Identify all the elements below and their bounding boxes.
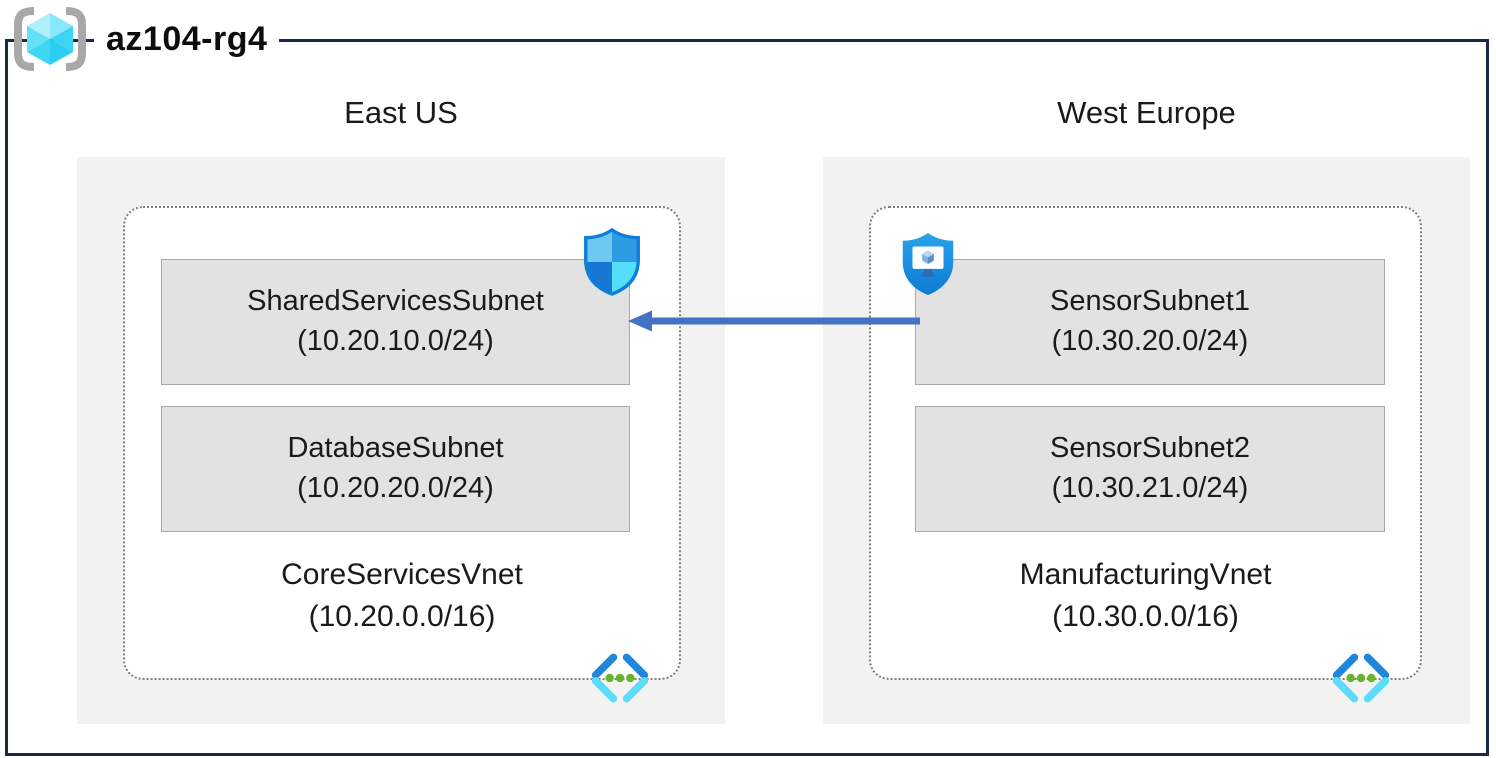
virtual-network-icon [591,653,649,703]
resource-group-icon [14,7,86,71]
region-label-west-europe: West Europe [1057,95,1236,130]
resource-group-frame [5,39,1489,756]
peering-arrow [628,310,920,332]
resource-group-title: az104-rg4 [94,17,280,61]
subnet-cidr: (10.30.21.0/24) [1051,472,1249,504]
virtual-network-icon [1332,653,1390,703]
vnet-box-manufacturingvnet: SensorSubnet1 (10.30.20.0/24) SensorSubn… [869,206,1422,703]
vnet-box-coreservicesvnet: SharedServicesSubnet (10.20.10.0/24) Dat… [123,206,681,703]
subnet-sensorsubnet1: SensorSubnet1 (10.30.20.0/24) [915,259,1385,385]
vnet-label-manufacturingvnet: ManufacturingVnet (10.30.0.0/16) [871,554,1420,638]
vnet-cidr: (10.20.0.0/16) [308,600,496,633]
cube-glyph [27,13,73,65]
subnet-cidr: (10.20.10.0/24) [297,325,494,357]
nsg-shield-icon [584,227,640,296]
subnet-cidr: (10.20.20.0/24) [297,472,494,504]
subnet-name: DatabaseSubnet [287,432,504,464]
subnet-sensorsubnet2: SensorSubnet2 (10.30.21.0/24) [915,406,1385,532]
cube-on-screen [922,250,934,264]
monitor-stand [921,267,935,277]
region-label-east-us: East US [344,95,458,130]
subnet-name: SensorSubnet2 [1050,432,1250,464]
subnet-sharedservicessubnet: SharedServicesSubnet (10.20.10.0/24) [161,259,630,385]
subnet-databasesubnet: DatabaseSubnet (10.20.20.0/24) [161,406,630,532]
vnet-cidr: (10.30.0.0/16) [1052,600,1239,633]
subnet-name: SharedServicesSubnet [247,285,544,317]
vnet-label-coreservicesvnet: CoreServicesVnet (10.20.0.0/16) [125,554,679,638]
resource-group-header: az104-rg4 [8,4,280,74]
subnet-name: SensorSubnet1 [1050,285,1250,317]
subnet-cidr: (10.30.20.0/24) [1051,325,1249,357]
vnet-name: CoreServicesVnet [281,558,523,591]
vnet-name: ManufacturingVnet [1019,558,1272,591]
asg-shield-icon [902,232,954,296]
